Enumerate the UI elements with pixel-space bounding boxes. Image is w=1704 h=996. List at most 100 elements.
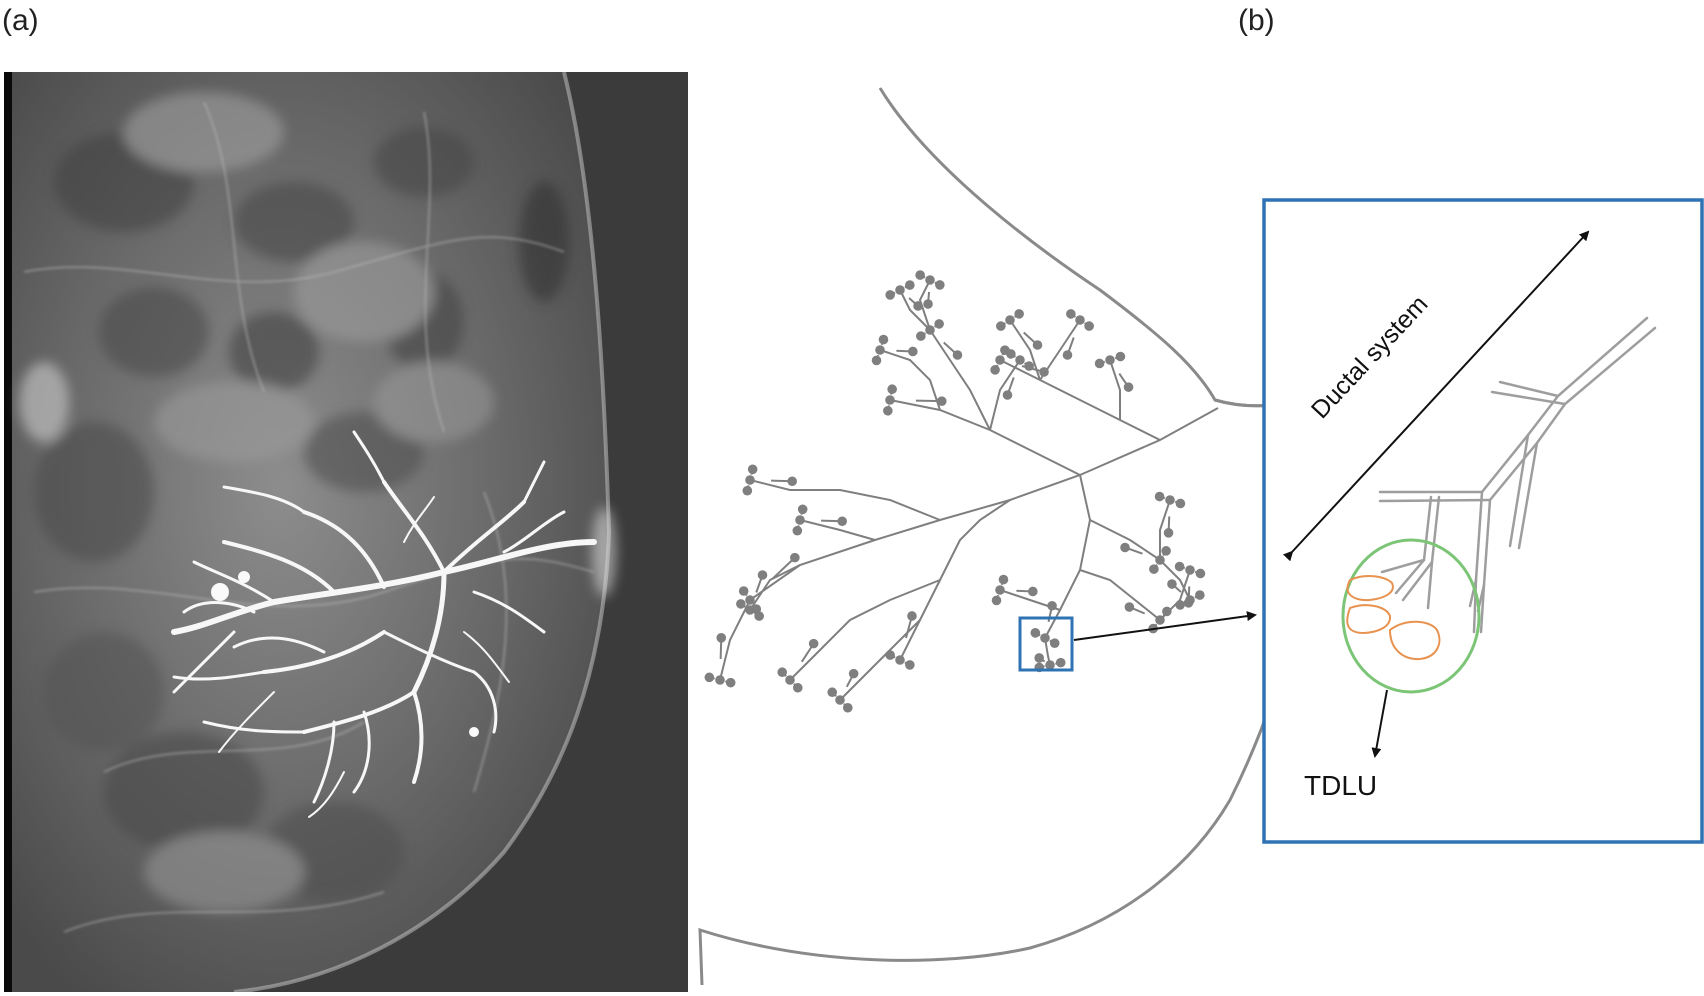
lobule-bud <box>1039 367 1049 377</box>
zoom-arrow <box>1073 611 1257 641</box>
lobule-bud <box>1024 361 1034 371</box>
lobule-bud <box>704 672 715 683</box>
lobule-bud <box>887 384 897 395</box>
lobule-bud <box>1030 628 1041 638</box>
lobule-bud <box>1062 350 1073 360</box>
lobule-bud <box>747 464 758 475</box>
lobule-bud <box>1045 660 1055 670</box>
lobule-bud <box>1165 495 1175 505</box>
lobule-bud <box>1185 595 1195 605</box>
lobule-bud <box>935 280 945 290</box>
lobule-bud <box>1175 600 1185 610</box>
lobule-bud <box>1195 568 1206 579</box>
lobule-bud <box>871 355 882 366</box>
lobule-bud <box>905 660 915 670</box>
lobule-bud <box>1075 315 1085 325</box>
lobule-bud <box>1032 340 1043 350</box>
lobule-bud <box>1006 349 1016 359</box>
lobule-bud <box>1124 602 1135 612</box>
lobule-bud <box>934 319 944 329</box>
lobule-bud <box>842 702 853 713</box>
lobule-bud <box>1002 390 1013 400</box>
lobule-bud <box>875 345 885 355</box>
lobule-bud <box>1185 565 1195 575</box>
lobule-bud <box>745 605 755 615</box>
lobule-bud <box>915 270 925 280</box>
lobule-bud <box>1163 528 1174 538</box>
lobule-bud <box>792 525 803 536</box>
lobule-bud <box>925 325 935 335</box>
lobule-bud <box>715 675 725 685</box>
lobule-bud <box>1015 355 1025 365</box>
lobule-bud <box>1014 309 1024 319</box>
tdlu-arrow <box>1371 689 1388 758</box>
duct-branch <box>719 599 751 681</box>
lobule-bud <box>1167 579 1177 589</box>
lobule-bud <box>1120 542 1130 553</box>
lobule-bud <box>885 290 895 300</box>
duct-branch <box>1159 559 1191 601</box>
contrast-filled-ducts <box>171 430 597 818</box>
lobule-bud <box>895 655 905 665</box>
lobule-bud <box>1005 315 1015 325</box>
duct-branch <box>989 359 1021 431</box>
duct-branch <box>899 499 1011 661</box>
duct-branch <box>899 289 931 331</box>
lobule-bud <box>1175 498 1186 509</box>
lobule-bud <box>990 365 1000 375</box>
lobule-bud <box>1155 555 1165 565</box>
inset-ducts <box>1378 316 1657 634</box>
lobule-bud <box>998 574 1009 585</box>
duct-branch <box>929 329 991 431</box>
lobule-bud <box>1066 309 1076 319</box>
lobule-bud <box>1105 355 1115 365</box>
lobule-bud <box>795 515 805 525</box>
duct-branch <box>889 399 1081 476</box>
duct-branch <box>839 619 921 701</box>
breast-outline <box>698 87 1318 986</box>
duct-branch <box>799 519 876 541</box>
lobule-bud <box>1040 633 1050 643</box>
lobule-bud <box>1115 351 1126 362</box>
duct-twig <box>771 556 796 580</box>
tdlu-circle <box>1341 538 1481 694</box>
lobule-bud <box>996 321 1006 331</box>
lobule-bud <box>757 570 768 580</box>
duct-branch <box>1009 319 1041 381</box>
duct-branch <box>749 479 941 521</box>
lobule-bud <box>777 667 788 678</box>
lobule-bud <box>1028 586 1038 597</box>
duct-branch <box>1109 359 1121 420</box>
lobule-bud <box>991 595 1002 606</box>
duct-branch <box>1079 569 1161 621</box>
lobule-bud <box>925 275 935 285</box>
lobule-bud <box>1055 657 1066 668</box>
lobule-bud <box>952 350 963 360</box>
lobule-bud <box>827 687 838 698</box>
duct-branch <box>918 279 931 331</box>
lobule-bud <box>1162 606 1172 617</box>
panel-a-label: (a) <box>2 4 39 37</box>
lobules <box>1346 575 1441 661</box>
duct-branch <box>749 407 1219 601</box>
lobule-bud <box>787 476 797 487</box>
tdlu-label: TDLU <box>1304 770 1377 801</box>
lobule-bud <box>1161 546 1171 556</box>
lobule-bud <box>907 611 917 621</box>
lobule-bud <box>923 299 933 309</box>
lobule-bud <box>895 285 905 295</box>
lobule-bud <box>883 405 893 416</box>
duct-branch <box>789 579 941 681</box>
lobule-bud <box>1084 321 1094 331</box>
duct-branch <box>1089 519 1161 561</box>
lobule-bud <box>878 334 889 345</box>
lobule-bud <box>936 396 947 406</box>
lobule-bud <box>785 675 795 685</box>
lobule-bud <box>1149 564 1159 574</box>
lobule-bud <box>995 355 1005 365</box>
lobule-bud <box>745 595 755 605</box>
fibroglandular-texture <box>19 92 616 912</box>
lobule-bud <box>736 599 746 609</box>
lobule-bud <box>885 650 895 660</box>
lobule-bud <box>1154 491 1165 502</box>
